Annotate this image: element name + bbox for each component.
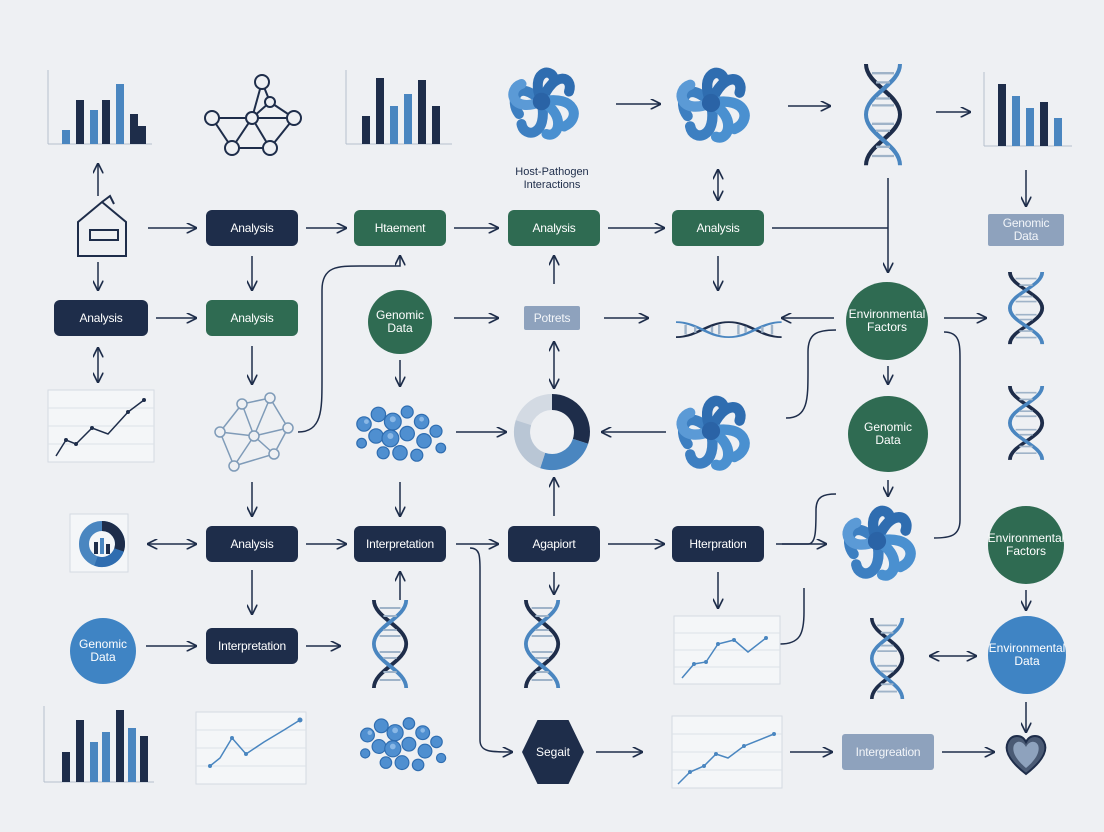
molecule-cluster-icon bbox=[360, 717, 447, 772]
node-treatment[interactable]: Htaement bbox=[354, 210, 446, 246]
dna-helix-icon bbox=[1008, 384, 1045, 462]
protein-structure-icon bbox=[682, 401, 745, 466]
dna-helix-icon bbox=[523, 598, 561, 690]
dna-helix-icon bbox=[676, 322, 782, 337]
heart-icon bbox=[1005, 735, 1047, 776]
host-pathogen-caption: Host-Pathogen Interactions bbox=[515, 166, 589, 191]
donut-chart-icon bbox=[69, 513, 129, 573]
line-chart-icon bbox=[195, 711, 307, 785]
donut-chart-icon bbox=[514, 394, 590, 470]
node-environmental-data[interactable]: Environmental Data bbox=[988, 616, 1066, 694]
node-analysis[interactable]: Analysis bbox=[54, 300, 148, 336]
node-environmental-factors[interactable]: Environmental Factors bbox=[846, 282, 928, 360]
node-analysis[interactable]: Analysis bbox=[206, 300, 298, 336]
bar-chart-icon bbox=[983, 72, 1072, 147]
dna-helix-icon bbox=[869, 616, 905, 701]
line-chart-icon bbox=[671, 715, 783, 789]
node-genomic-data[interactable]: Genomic Data bbox=[848, 396, 928, 472]
node-interpretation[interactable]: Interpretation bbox=[206, 628, 298, 664]
protein-structure-icon bbox=[848, 511, 911, 576]
node-agapiort[interactable]: Agapiort bbox=[508, 526, 600, 562]
node-genomic-data[interactable]: Genomic Data bbox=[70, 618, 136, 684]
node-analysis[interactable]: Analysis bbox=[508, 210, 600, 246]
node-interpretation[interactable]: Interpretation bbox=[354, 526, 446, 562]
node-potrets[interactable]: Potrets bbox=[524, 306, 580, 330]
node-genomic-data[interactable]: Genomic Data bbox=[368, 290, 432, 354]
node-analysis[interactable]: Analysis bbox=[206, 526, 298, 562]
dna-helix-icon bbox=[866, 64, 900, 165]
network-graph-icon bbox=[214, 392, 294, 472]
protein-structure-icon bbox=[682, 73, 745, 138]
dna-helix-icon bbox=[371, 598, 409, 690]
bar-chart-icon bbox=[43, 706, 154, 783]
protein-structure-icon bbox=[513, 73, 573, 135]
bar-chart-icon bbox=[345, 70, 452, 145]
line-chart-icon bbox=[47, 389, 155, 463]
node-interpretation[interactable]: Hterpration bbox=[672, 526, 764, 562]
molecule-cluster-icon bbox=[356, 405, 447, 462]
dna-helix-icon bbox=[1008, 270, 1045, 347]
house-icon bbox=[77, 194, 127, 257]
line-chart-icon bbox=[673, 615, 781, 685]
bar-chart-icon bbox=[47, 70, 152, 145]
node-analysis[interactable]: Analysis bbox=[672, 210, 764, 246]
node-intergreation[interactable]: Intergreation bbox=[842, 734, 934, 770]
node-analysis[interactable]: Analysis bbox=[206, 210, 298, 246]
network-graph-icon bbox=[204, 74, 302, 156]
node-genomic-data[interactable]: Genomic Data bbox=[988, 214, 1064, 246]
node-environmental-factors[interactable]: Environmental Factors bbox=[988, 506, 1064, 584]
